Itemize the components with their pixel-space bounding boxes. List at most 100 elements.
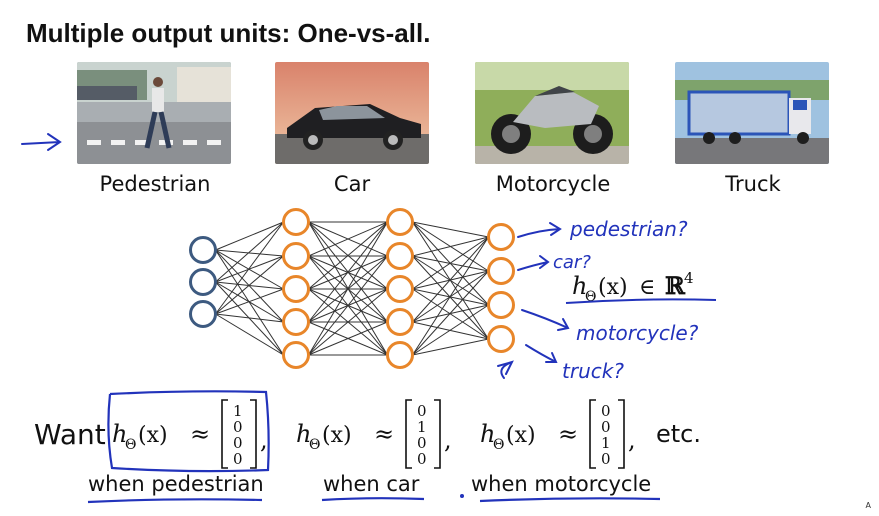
- expr-theta: Θ: [493, 437, 504, 453]
- network-edge: [308, 255, 388, 356]
- hypothesis-formula: h Θ (x) ∈ ℝ 4: [572, 269, 694, 305]
- hidden-node: [282, 208, 310, 236]
- label-car-question: car?: [553, 252, 591, 273]
- expr-comma: ,: [444, 426, 452, 454]
- label-pedestrian-question: pedestrian?: [569, 217, 688, 241]
- arrow-pedestrian: [517, 222, 562, 238]
- vector-entry: 1: [601, 434, 611, 452]
- hidden-node: [386, 242, 414, 270]
- expr-h: h: [112, 420, 127, 448]
- hypothesis-underline: [565, 298, 717, 304]
- arrow-motorcycle: [521, 309, 570, 331]
- pedestrian-image: [77, 62, 231, 164]
- expr-arg: (x): [322, 423, 352, 448]
- network-edge: [308, 288, 388, 356]
- motorcycle-image: [475, 62, 629, 164]
- hidden-node: [386, 308, 414, 336]
- vector-entry: 0: [601, 450, 611, 468]
- caption-truck: Truck: [725, 172, 781, 196]
- input-pen-arrow: [21, 133, 62, 151]
- vector-entry: 0: [417, 402, 427, 420]
- vector-entry: 0: [233, 418, 243, 436]
- output-node: [487, 325, 515, 353]
- when-pedestrian: when pedestrian: [88, 472, 264, 496]
- vector-bracket: [405, 399, 441, 469]
- network-edges: [215, 221, 489, 356]
- network-nodes: [189, 208, 515, 369]
- caption-pedestrian: Pedestrian: [99, 172, 211, 196]
- network-edge: [412, 236, 489, 257]
- expr-arg: (x): [138, 423, 168, 448]
- arrow-bottom-curl: [497, 360, 514, 379]
- when-car: when car: [323, 472, 420, 496]
- hidden-node: [386, 341, 414, 369]
- want-label: Want: [34, 418, 106, 451]
- network-edge: [308, 221, 388, 290]
- svg-text:4: 4: [684, 269, 694, 287]
- expr-h: h: [480, 420, 495, 448]
- input-node: [189, 236, 217, 264]
- arrow-car: [517, 255, 550, 271]
- output-node: [487, 223, 515, 251]
- hidden-node: [386, 208, 414, 236]
- label-motorcycle-question: motorcycle?: [576, 321, 699, 345]
- hidden-node: [282, 242, 310, 270]
- vector-entry: 0: [233, 434, 243, 452]
- corner-mark: A: [865, 501, 871, 510]
- car-image: [275, 62, 429, 164]
- slide-title: Multiple output units: One-vs-all.: [26, 18, 431, 48]
- network-edge: [215, 255, 284, 283]
- expr-h: h: [296, 420, 311, 448]
- network-edge: [308, 221, 388, 356]
- output-node: [487, 257, 515, 285]
- expr-comma: ,: [260, 426, 268, 454]
- network-edge: [215, 221, 284, 251]
- expr-approx: ≈: [190, 420, 210, 448]
- network-edge: [215, 221, 284, 283]
- underline-pedestrian: [87, 498, 263, 504]
- vector-entry: 0: [233, 450, 243, 468]
- expr-approx: ≈: [374, 420, 394, 448]
- input-node: [189, 268, 217, 296]
- network-edge: [215, 288, 284, 315]
- svg-text:Θ: Θ: [585, 289, 596, 305]
- pen-dot: [460, 494, 464, 498]
- vector-entry: 0: [601, 418, 611, 436]
- network-edge: [412, 304, 489, 356]
- hidden-node: [282, 341, 310, 369]
- vector-entry: 1: [417, 418, 427, 436]
- vector-entry: 0: [417, 450, 427, 468]
- network-edge: [412, 236, 489, 323]
- network-edge: [308, 321, 388, 356]
- etc-label: etc.: [656, 420, 701, 448]
- network-edge: [215, 313, 284, 356]
- svg-text:ℝ: ℝ: [665, 271, 686, 300]
- expr-approx: ≈: [558, 420, 578, 448]
- pen-box: [107, 390, 270, 473]
- network-edge: [215, 221, 284, 315]
- expr-comma: ,: [628, 426, 636, 454]
- vector-bracket: [221, 399, 257, 469]
- vector-bracket: [589, 399, 625, 469]
- expr-theta: Θ: [309, 437, 320, 453]
- expr-arg: (x): [506, 423, 536, 448]
- network-edge: [215, 249, 284, 257]
- network-edge: [412, 236, 489, 290]
- output-node: [487, 291, 515, 319]
- svg-text:∈: ∈: [639, 275, 655, 300]
- when-motorcycle: when motorcycle: [471, 472, 652, 496]
- caption-motorcycle: Motorcycle: [495, 172, 611, 196]
- network-edge: [215, 313, 284, 323]
- network-edge: [412, 236, 489, 356]
- caption-car: Car: [333, 172, 371, 196]
- svg-text:(x): (x): [598, 275, 628, 300]
- expr-theta: Θ: [125, 437, 136, 453]
- network-edge: [412, 221, 489, 238]
- vector-entry: 1: [233, 402, 243, 420]
- network-edge: [215, 255, 284, 315]
- vector-entry: 0: [417, 434, 427, 452]
- vector-entry: 0: [601, 402, 611, 420]
- svg-text:h: h: [572, 272, 587, 300]
